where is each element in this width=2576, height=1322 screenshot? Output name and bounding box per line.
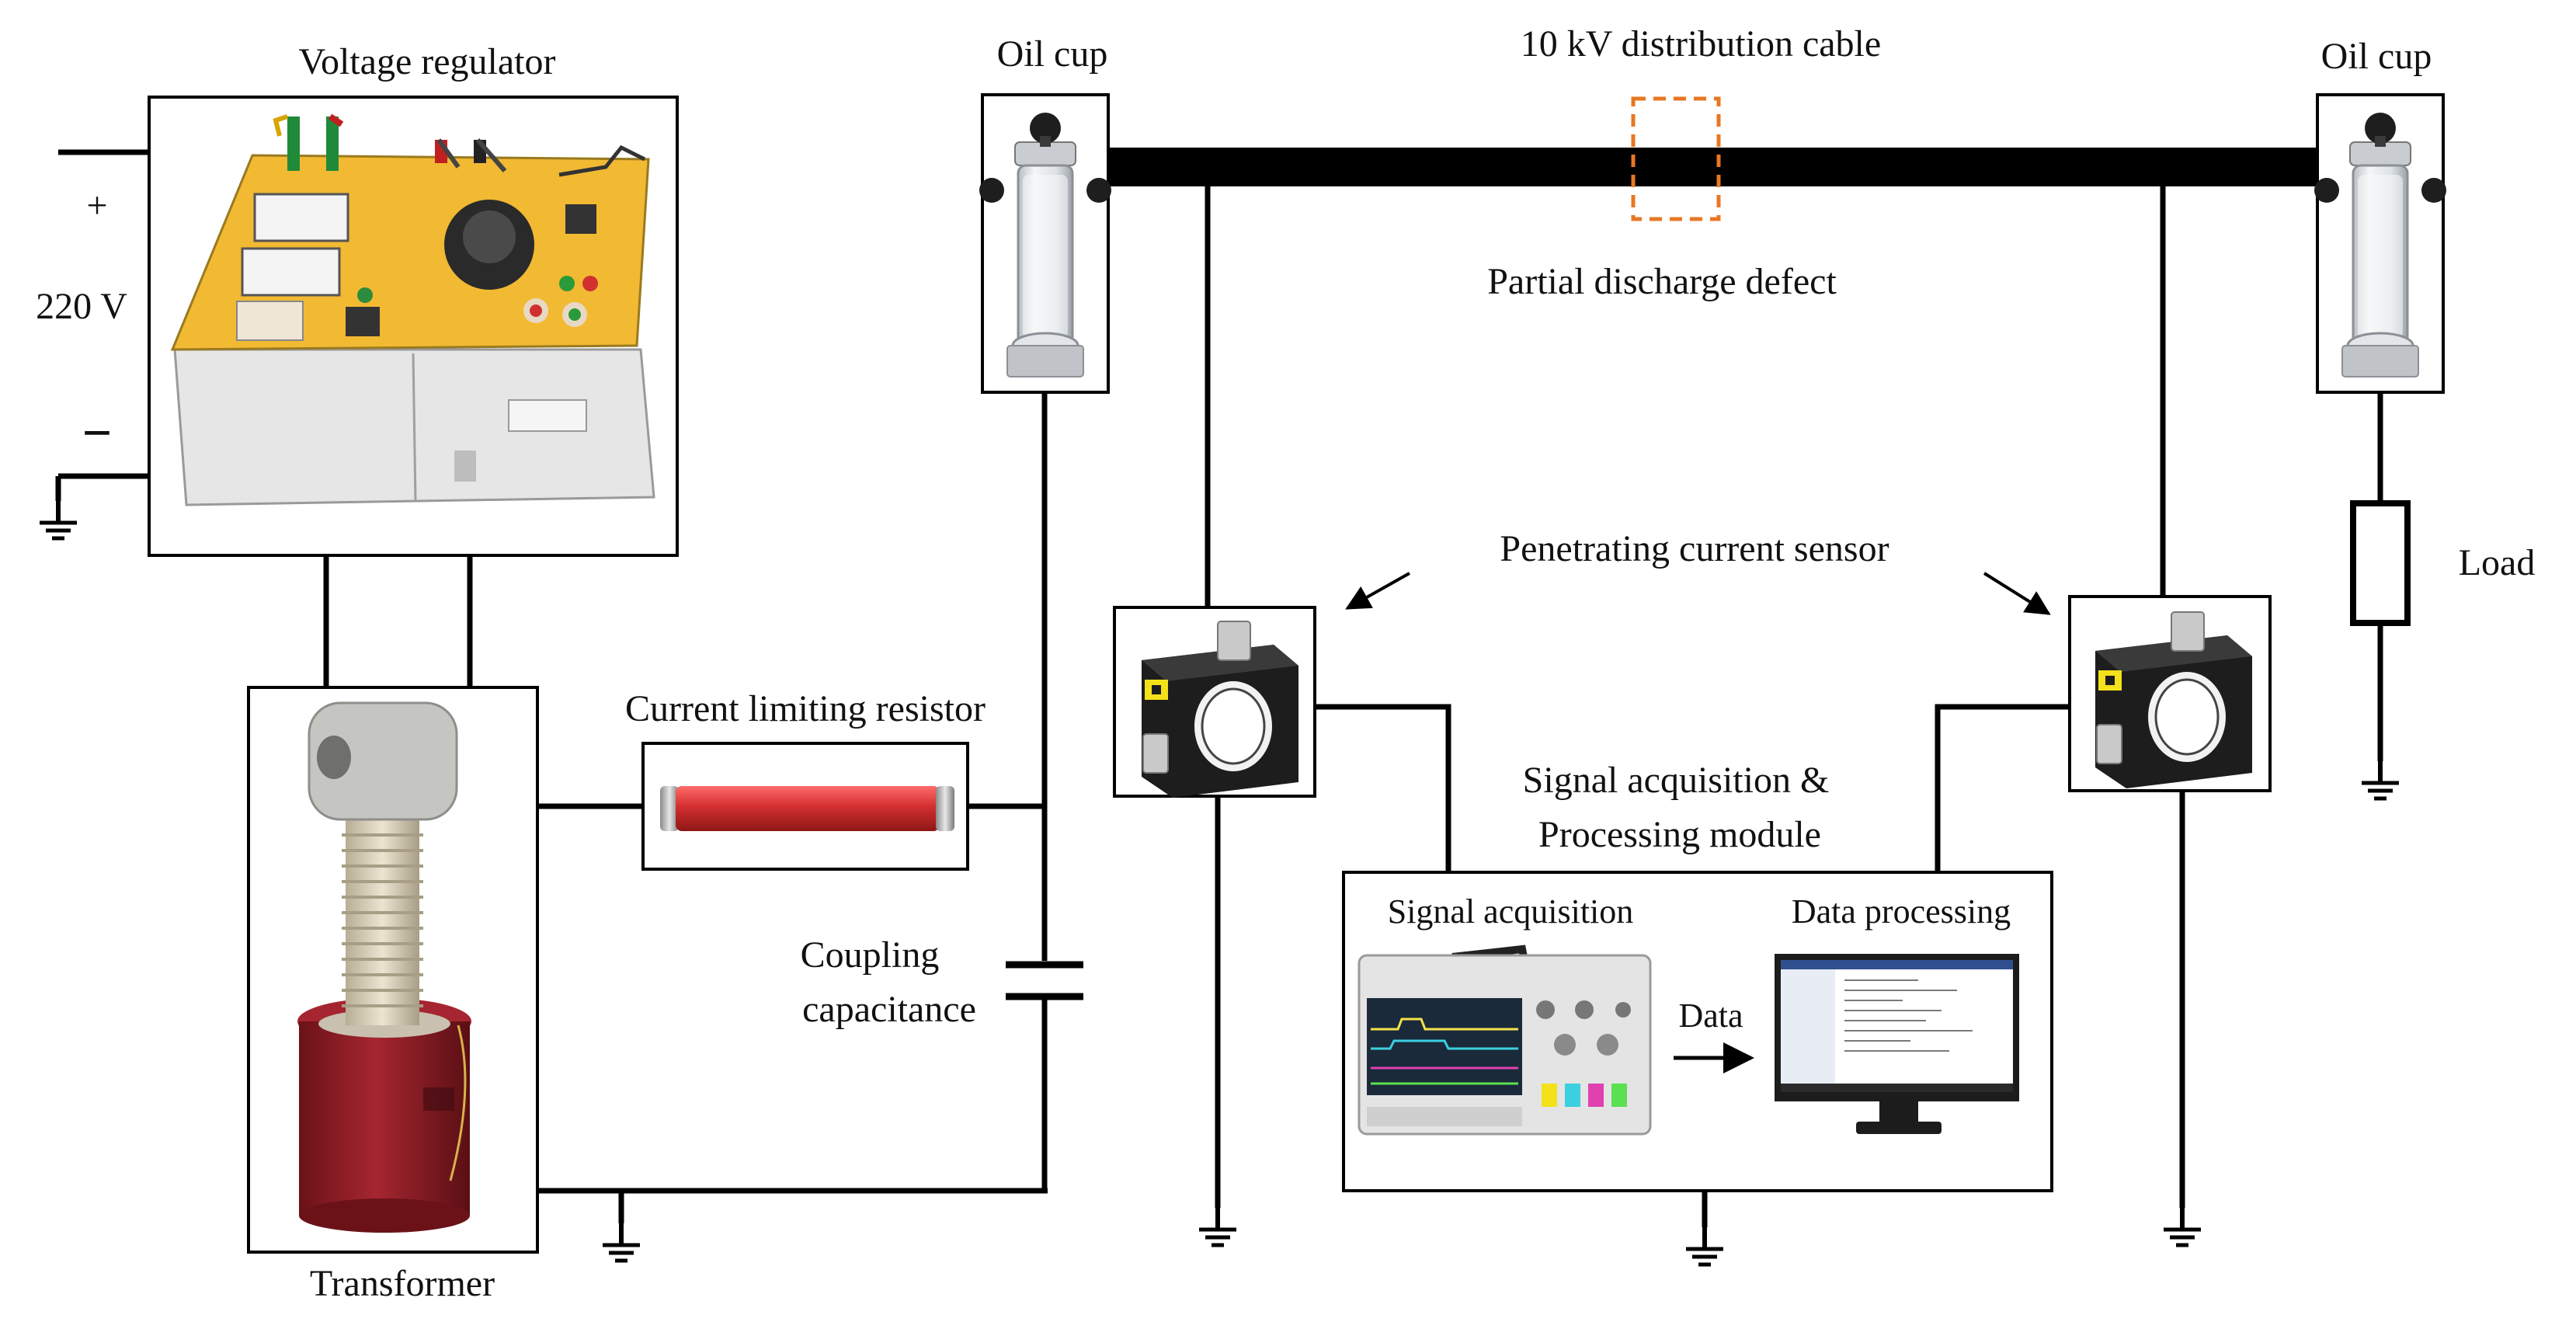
current-sensor-right-photo	[2068, 595, 2272, 792]
ground-icon	[603, 1223, 640, 1261]
coupling-label-line2: capacitance	[802, 989, 976, 1030]
left-sensor-module-wire	[1315, 704, 1451, 872]
labels: Voltage regulator + 220 V − Oil cup Oil …	[36, 23, 2535, 1304]
sensor-pointer-arrow-right	[1983, 572, 2051, 615]
processing-label: Data processing	[1792, 892, 2011, 931]
ground-icon	[2164, 1208, 2201, 1245]
sensor-label: Penetrating current sensor	[1500, 528, 1889, 569]
oil-cup-left-photo	[978, 93, 1113, 394]
defect-label: Partial discharge defect	[1487, 261, 1837, 302]
acquisition-label: Signal acquisition	[1388, 892, 1634, 931]
monitor-photo	[1775, 954, 2019, 1134]
oil-cup-left-label: Oil cup	[997, 33, 1108, 75]
supply-minus-label: −	[82, 403, 113, 462]
current-sensor-left-photo	[1113, 606, 1316, 799]
ground-icon	[2362, 761, 2399, 798]
right-sensor-module-wire	[1935, 704, 2070, 872]
wires	[55, 149, 2383, 1227]
module-label-line1: Signal acquisition &	[1523, 760, 1830, 801]
resistor-label: Current limiting resistor	[625, 688, 986, 729]
sensor-pointer-arrow-left	[1345, 572, 1410, 610]
module-label-line2: Processing module	[1538, 814, 1821, 855]
load-label: Load	[2459, 542, 2536, 583]
voltage-regulator-photo	[148, 96, 679, 557]
oscilloscope-photo	[1358, 945, 1652, 1136]
transformer-label: Transformer	[310, 1263, 495, 1304]
coupling-capacitor-symbol	[1006, 961, 1083, 1000]
supply-plus-label: +	[86, 185, 107, 226]
voltage-regulator-label: Voltage regulator	[298, 41, 555, 82]
distribution-cable	[1076, 148, 2357, 186]
coupling-label-line1: Coupling	[801, 934, 940, 976]
ground-icon	[1686, 1227, 1723, 1265]
transformer-photo	[247, 686, 539, 1254]
oil-cup-right-label: Oil cup	[2321, 36, 2432, 77]
cable-label: 10 kV distribution cable	[1521, 23, 1881, 64]
defect-marker	[1631, 96, 1721, 221]
supply-voltage-label: 220 V	[36, 286, 127, 327]
ground-icon	[40, 501, 77, 538]
signal-processing-module	[1342, 871, 2053, 1192]
oil-cup-right-photo	[2313, 93, 2448, 394]
ground-icon	[1199, 1208, 1236, 1245]
resistor-photo	[641, 742, 969, 871]
data-arrow-label: Data	[1678, 997, 1743, 1035]
load-resistor-symbol	[2350, 500, 2411, 626]
